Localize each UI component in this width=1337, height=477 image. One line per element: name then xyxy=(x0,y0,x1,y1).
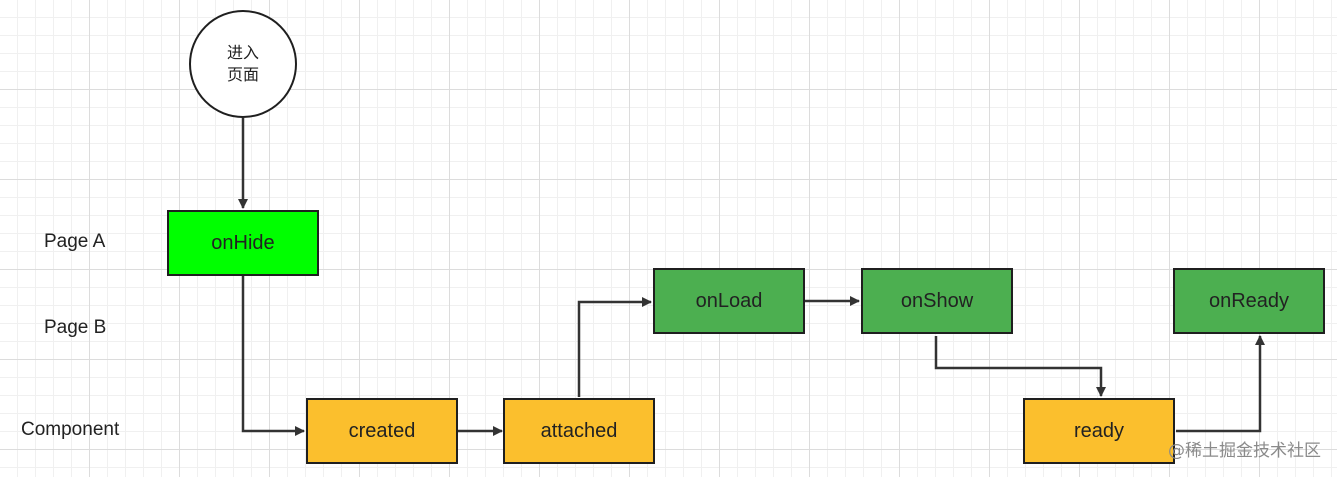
node-attached: attached xyxy=(503,398,655,464)
lane-label-page-b: Page B xyxy=(44,317,107,338)
node-onhide: onHide xyxy=(167,210,319,276)
edge-ready-to-onready xyxy=(1176,335,1265,433)
node-onshow: onShow xyxy=(861,268,1013,334)
watermark: @稀土掘金技术社区 xyxy=(1168,441,1321,461)
node-created: created xyxy=(306,398,458,464)
start-node: 进入 页面 xyxy=(189,10,297,118)
edge-attached-to-onload xyxy=(577,297,652,397)
start-label-line1: 进入 xyxy=(226,43,259,62)
node-onload: onLoad xyxy=(653,268,805,334)
edge-onhide-to-created xyxy=(241,276,305,436)
node-ready: ready xyxy=(1023,398,1175,464)
lane-label-page-a: Page A xyxy=(44,231,106,252)
node-onready: onReady xyxy=(1173,268,1325,334)
lane-label-component: Component xyxy=(21,419,120,440)
edge-onshow-to-ready xyxy=(934,336,1106,397)
start-label-line2: 页面 xyxy=(226,65,259,84)
